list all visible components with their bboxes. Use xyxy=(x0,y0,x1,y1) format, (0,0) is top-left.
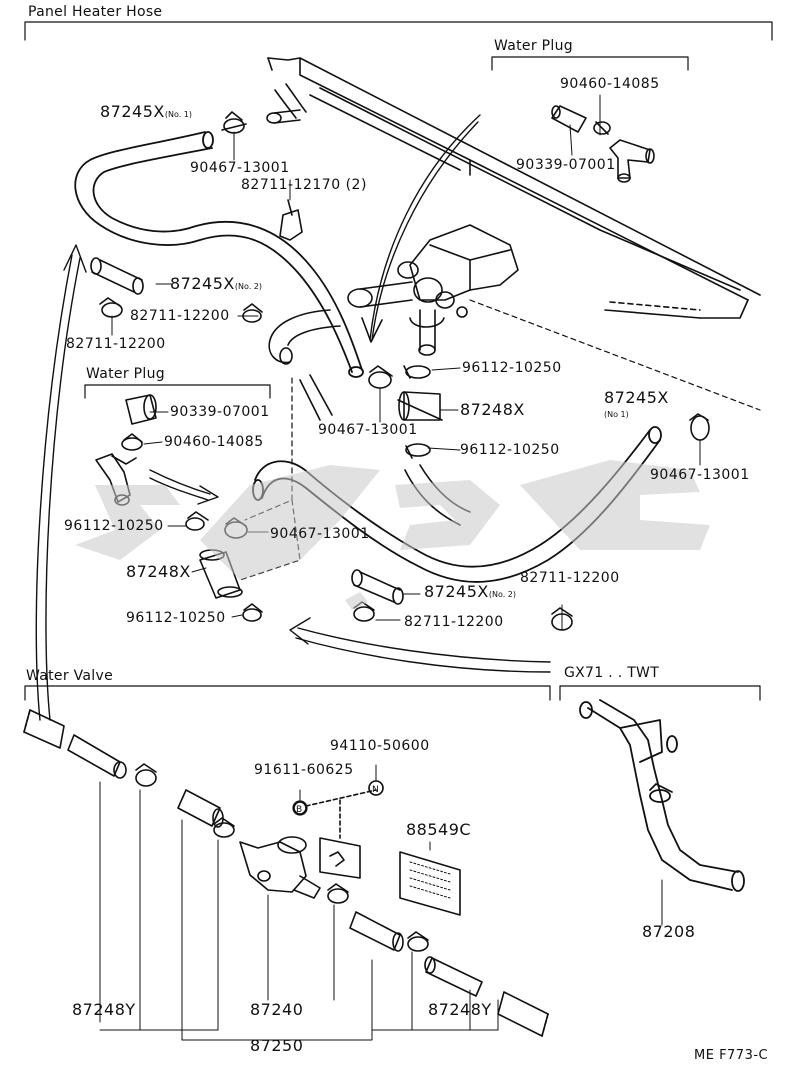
title-water-plug-top: Water Plug xyxy=(494,38,573,54)
part-82711-12170: 82711-12170 (2) xyxy=(241,177,367,193)
part-90467-13001-b: 90467-13001 xyxy=(318,422,418,438)
flow-arrow-long-left xyxy=(35,244,87,721)
part-87245x-no2-a: 87245X(No. 2) xyxy=(170,274,263,293)
part-87208: 87208 xyxy=(642,922,696,941)
marker-circles xyxy=(292,780,384,816)
part-91611-60625: 91611-60625 xyxy=(254,762,354,778)
part-82711-12200-c: 82711-12200 xyxy=(520,570,620,586)
part-94110-50600: 94110-50600 xyxy=(330,738,430,754)
label-plate-88549c xyxy=(399,851,461,916)
hose-bend-center xyxy=(268,309,341,421)
flow-arrow-left xyxy=(149,469,219,505)
pipe-87208 xyxy=(579,699,745,892)
part-87240: 87240 xyxy=(250,1000,304,1019)
part-96112-10250-a: 96112-10250 xyxy=(462,360,562,376)
part-96112-10250-c: 96112-10250 xyxy=(64,518,164,534)
leader-lines xyxy=(99,94,701,1041)
hose-87245x-no1-upper xyxy=(74,131,364,378)
figure-code: ME F773-C xyxy=(694,1048,769,1063)
title-water-plug-left: Water Plug xyxy=(86,366,165,382)
hose-87245x-no2-left xyxy=(90,257,144,295)
part-87248y-a: 87248Y xyxy=(72,1000,136,1019)
watermark-logo xyxy=(75,460,710,610)
hose-87245x-no2-lower xyxy=(351,569,573,631)
part-87245x-no2-b: 87245X(No. 2) xyxy=(424,582,517,601)
part-87248x-a: 87248X xyxy=(460,400,525,419)
part-87248y-b: 87248Y xyxy=(428,1000,492,1019)
part-82711-12200-d: 82711-12200 xyxy=(404,614,504,630)
part-88549c: 88549C xyxy=(406,820,472,839)
section-brackets xyxy=(24,21,773,701)
part-96112-10250-b: 96112-10250 xyxy=(460,442,560,458)
title-gx71-twt: GX71 . . TWT xyxy=(564,665,660,681)
part-90467-13001-c: 90467-13001 xyxy=(650,467,750,483)
part-87245x-no1-b: 87245X xyxy=(604,388,669,407)
title-water-valve: Water Valve xyxy=(26,668,113,684)
part-82711-12200-a: 82711-12200 xyxy=(130,308,230,324)
water-plug-top-parts xyxy=(551,105,655,183)
flow-arrow-return xyxy=(289,617,551,673)
part-87245x-no1-a: 87245X(No. 1) xyxy=(100,102,193,121)
part-90460-14085-b: 90460-14085 xyxy=(164,434,264,450)
clamps-top xyxy=(221,111,303,241)
part-87248x-b: 87248X xyxy=(126,562,191,581)
marker-b: B xyxy=(296,805,302,815)
part-90339-07001-a: 90339-07001 xyxy=(516,157,616,173)
part-90339-07001-b: 90339-07001 xyxy=(170,404,270,420)
marker-n: N xyxy=(372,785,379,795)
part-90467-13001-d: 90467-13001 xyxy=(270,526,370,542)
water-outlet-housing xyxy=(347,224,519,356)
part-90467-13001-a: 90467-13001 xyxy=(190,160,290,176)
clamp-90467-right xyxy=(689,413,710,441)
title-panel-heater-hose: Panel Heater Hose xyxy=(28,4,163,20)
part-90460-14085-a: 90460-14085 xyxy=(560,76,660,92)
part-96112-10250-d: 96112-10250 xyxy=(126,610,226,626)
part-87250: 87250 xyxy=(250,1036,304,1055)
engine-rail xyxy=(266,57,761,319)
flow-arrow-top xyxy=(361,114,481,343)
part-82711-12200-b: 82711-12200 xyxy=(66,336,166,352)
water-valve-assembly xyxy=(23,709,549,1037)
part-87245x-no1-b-sub: (No 1) xyxy=(604,410,629,419)
